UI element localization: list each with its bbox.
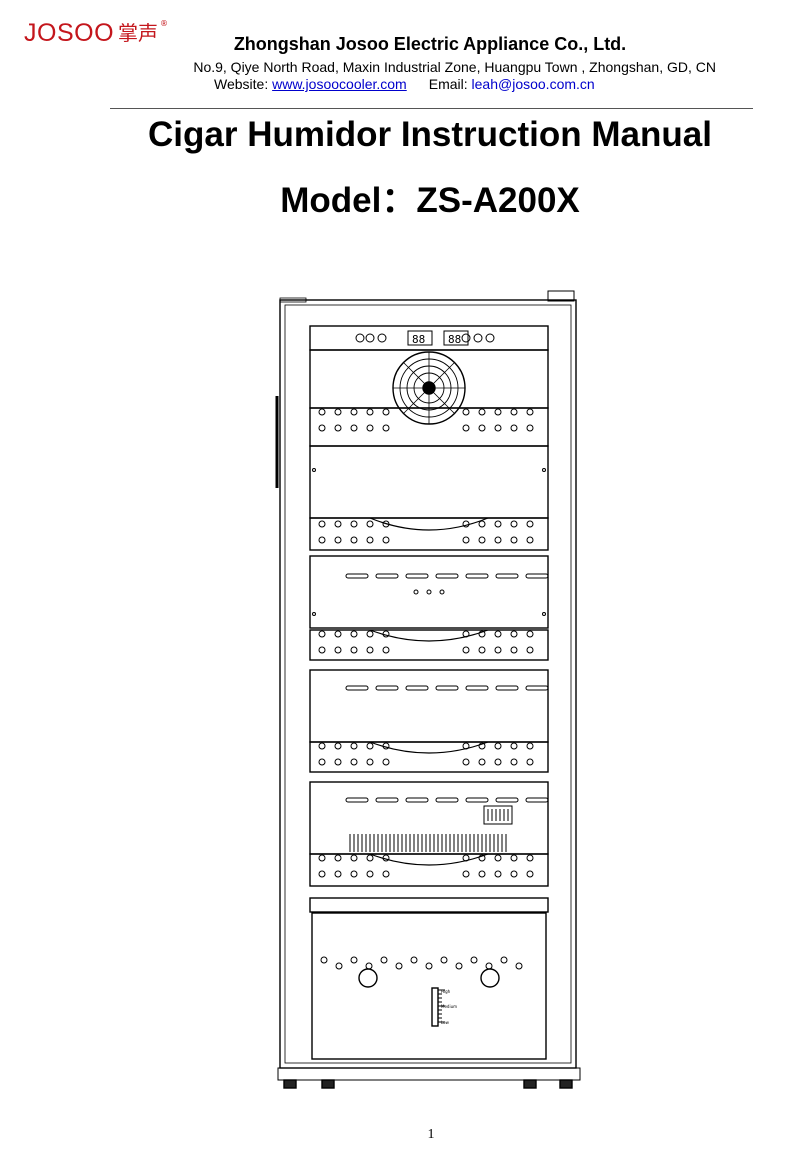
registered-mark: ® [160, 19, 169, 28]
company-address: No.9, Qiye North Road, Maxin Industrial … [193, 59, 716, 75]
website-label: Website: [214, 76, 273, 92]
logo-chinese-mark: 掌声 [118, 21, 159, 45]
email-link[interactable]: leah@josoo.com.cn [471, 76, 595, 92]
humidor-drawing: 88 88 High Medium Low [275, 290, 581, 1089]
contact-line: Website: www.josoocooler.com Email: leah@… [214, 76, 595, 92]
model-number: Model：ZS-A200X [280, 181, 580, 220]
gauge-label-medium: Medium [441, 1004, 457, 1009]
logo-wordmark: JOSOO [24, 19, 115, 47]
document-title: Cigar Humidor Instruction Manual [148, 115, 712, 154]
email-label: Email: [428, 76, 472, 92]
gauge-label-low: Low [441, 1020, 450, 1025]
gauge-label-high: High [441, 989, 451, 994]
display-right-digits: 88 [448, 333, 461, 346]
company-name: Zhongshan Josoo Electric Appliance Co., … [233, 34, 627, 54]
website-link[interactable]: www.josoocooler.com [272, 76, 407, 92]
header-divider [110, 108, 753, 109]
display-left-digits: 88 [412, 333, 425, 346]
company-logo: JOSOO 掌声 ® [24, 18, 168, 52]
page-number: 1 [427, 1127, 435, 1142]
